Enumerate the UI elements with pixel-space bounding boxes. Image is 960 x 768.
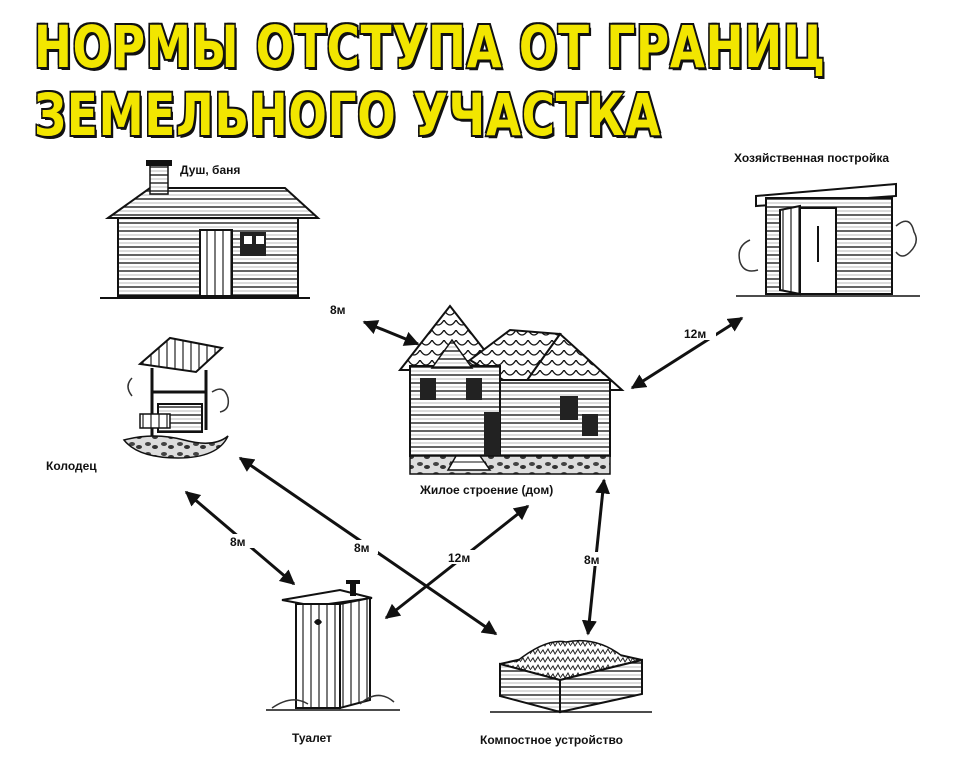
house-icon: [397, 304, 625, 475]
compost-bin-icon: [490, 639, 652, 714]
well-icon: [122, 336, 230, 459]
shed-icon: [736, 182, 920, 297]
title-line-2: ЗЕМЕЛЬНОГО УЧАСТКА: [33, 81, 661, 149]
arrow-shed-house: [630, 316, 744, 390]
log-bathhouse-icon: [100, 160, 321, 299]
outhouse-icon: [266, 580, 400, 711]
label-bath: Душ, баня: [180, 163, 240, 177]
distance-well-compost: 8м: [354, 541, 370, 555]
distance-shed-house: 12м: [684, 327, 706, 341]
label-shed: Хозяйственная постройка: [734, 151, 889, 165]
label-house: Жилое строение (дом): [419, 483, 553, 497]
label-compost: Компостное устройство: [480, 733, 623, 747]
label-well: Колодец: [46, 459, 97, 473]
arrow-bath-house: [362, 320, 420, 346]
distance-well-toilet: 8м: [230, 535, 246, 549]
distance-compost-house: 8м: [584, 553, 600, 567]
distance-bath-house: 8м: [330, 303, 346, 317]
label-toilet: Туалет: [292, 731, 332, 745]
distance-toilet-house: 12м: [448, 551, 470, 565]
title-line-1: НОРМЫ ОТСТУПА ОТ ГРАНИЦ: [33, 13, 826, 81]
